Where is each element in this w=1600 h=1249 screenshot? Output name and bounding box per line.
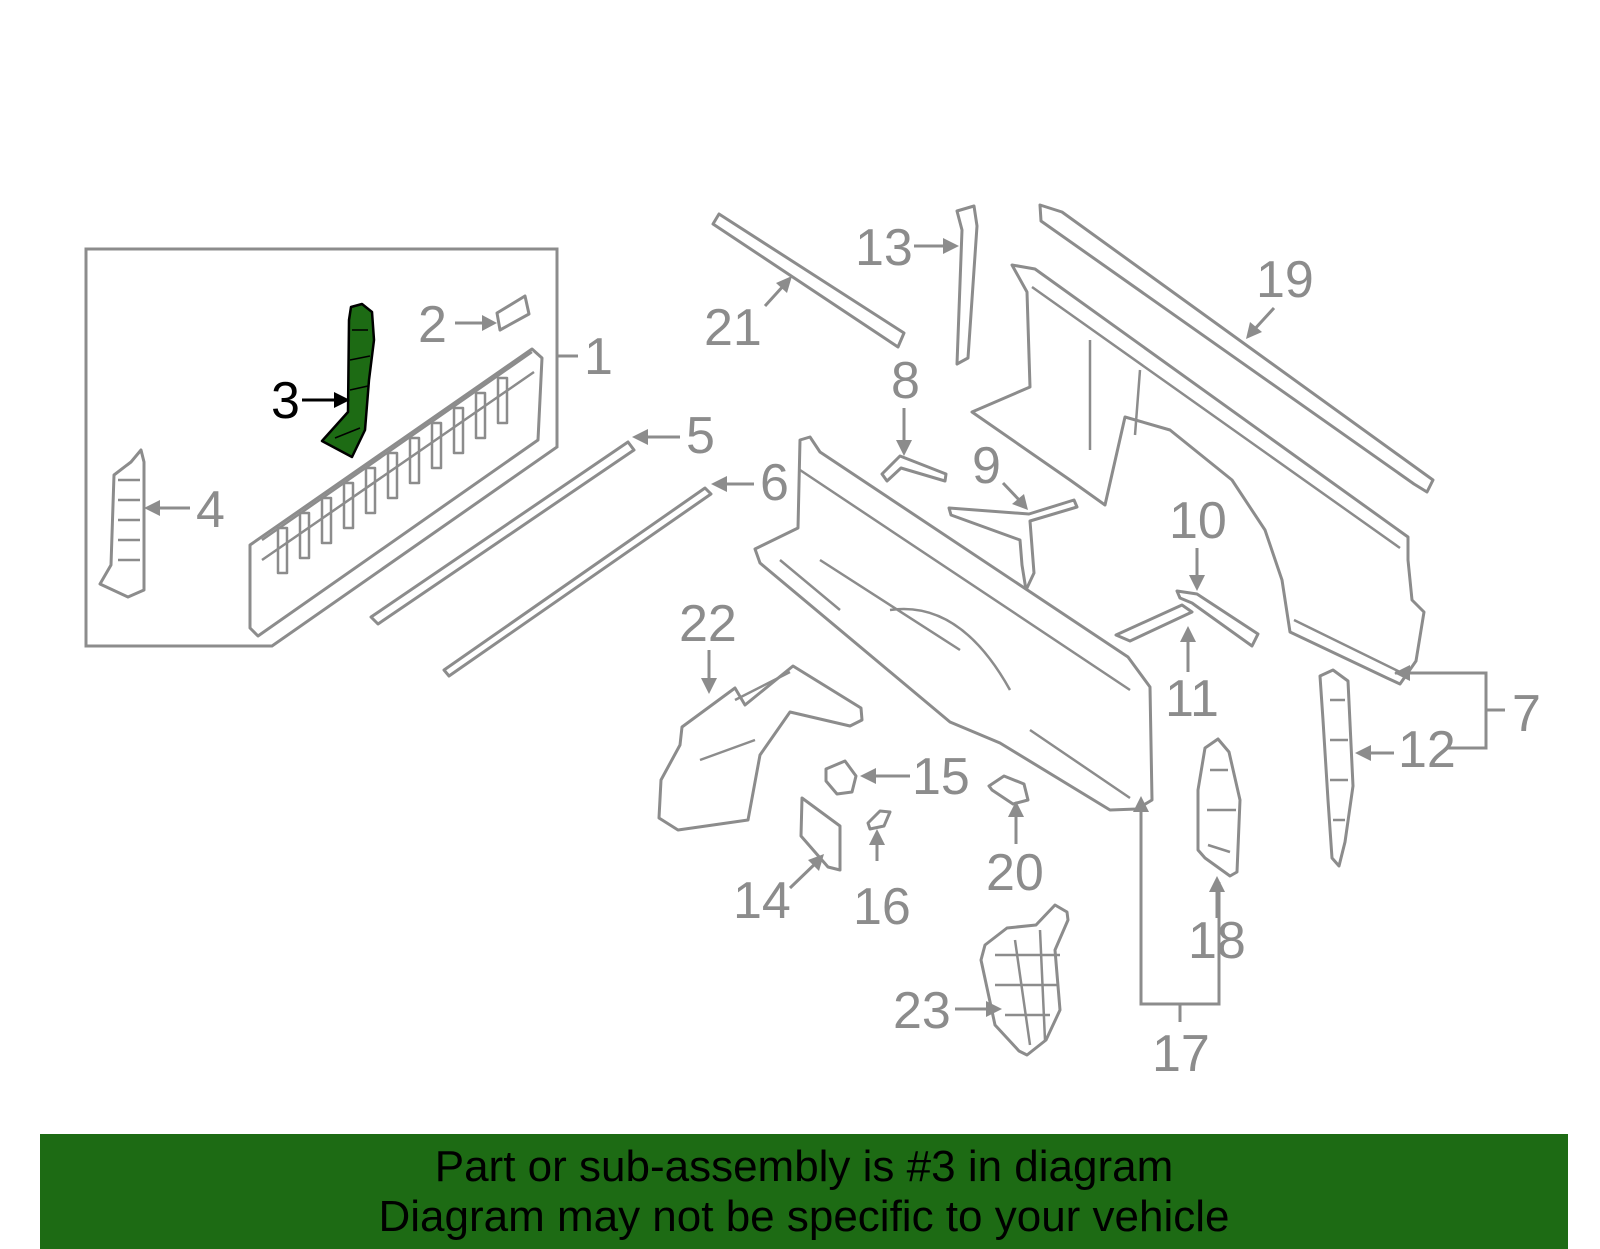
callout-7: 7 bbox=[1512, 685, 1541, 743]
part-14-plate[interactable] bbox=[799, 796, 842, 872]
part-15-clip[interactable] bbox=[824, 759, 858, 796]
callout-5: 5 bbox=[686, 407, 715, 465]
callout-9: 9 bbox=[972, 437, 1001, 495]
part-16-nut[interactable] bbox=[866, 809, 892, 831]
callout-10: 10 bbox=[1169, 492, 1227, 550]
callout-15: 15 bbox=[912, 748, 970, 806]
callout-22: 22 bbox=[679, 595, 737, 653]
callout-2: 2 bbox=[418, 296, 447, 354]
part-13-vertical-rail[interactable] bbox=[955, 204, 979, 366]
part-2-clip[interactable] bbox=[495, 294, 531, 332]
callout-19: 19 bbox=[1256, 251, 1314, 309]
banner-line-1: Part or sub-assembly is #3 in diagram bbox=[434, 1142, 1174, 1191]
leader-lines bbox=[144, 238, 1505, 1022]
callout-4: 4 bbox=[196, 481, 225, 539]
part-17-bed-floor[interactable] bbox=[753, 435, 1154, 812]
callout-18: 18 bbox=[1188, 912, 1246, 970]
part-23-mud-flap[interactable] bbox=[979, 903, 1070, 1057]
part-4-side-bracket[interactable] bbox=[98, 448, 146, 599]
callout-21: 21 bbox=[704, 299, 762, 357]
callout-13: 13 bbox=[855, 219, 913, 277]
callout-6: 6 bbox=[760, 454, 789, 512]
part-3-bracket-highlighted[interactable] bbox=[320, 302, 376, 459]
part-12-bracket-strip[interactable] bbox=[1318, 668, 1355, 868]
callout-14: 14 bbox=[733, 872, 791, 930]
callout-11: 11 bbox=[1165, 670, 1219, 728]
part-18-bracket[interactable] bbox=[1196, 737, 1242, 878]
part-1-front-panel[interactable] bbox=[248, 347, 544, 638]
part-9-bracket[interactable] bbox=[947, 498, 1079, 592]
part-5-rail[interactable] bbox=[369, 440, 636, 626]
part-20-pad[interactable] bbox=[987, 774, 1030, 806]
callout-17: 17 bbox=[1152, 1025, 1210, 1083]
part-19-side-rail[interactable] bbox=[1038, 203, 1435, 494]
part-6-rail[interactable] bbox=[442, 486, 713, 678]
callout-1: 1 bbox=[584, 328, 613, 386]
callout-12: 12 bbox=[1398, 721, 1456, 779]
part-11-brace[interactable] bbox=[1114, 603, 1194, 643]
subassembly-frame bbox=[84, 247, 559, 648]
callout-3: 3 bbox=[271, 372, 300, 430]
info-banner: Part or sub-assembly is #3 in diagram Di… bbox=[40, 1134, 1568, 1249]
callout-16: 16 bbox=[853, 878, 911, 936]
callout-labels: 1 2 3 4 5 6 7 8 9 10 11 12 13 14 15 16 1… bbox=[196, 219, 1541, 1083]
callout-20: 20 bbox=[986, 844, 1044, 902]
part-21-top-rail[interactable] bbox=[711, 212, 906, 349]
part-10-brace[interactable] bbox=[1175, 589, 1260, 648]
callout-8: 8 bbox=[891, 352, 920, 410]
part-22-wheelhouse-liner[interactable] bbox=[657, 664, 864, 832]
part-7-side-panel[interactable] bbox=[970, 263, 1426, 686]
part-8-bracket[interactable] bbox=[880, 454, 948, 483]
banner-line-2: Diagram may not be specific to your vehi… bbox=[378, 1192, 1230, 1241]
callout-23: 23 bbox=[893, 982, 951, 1040]
